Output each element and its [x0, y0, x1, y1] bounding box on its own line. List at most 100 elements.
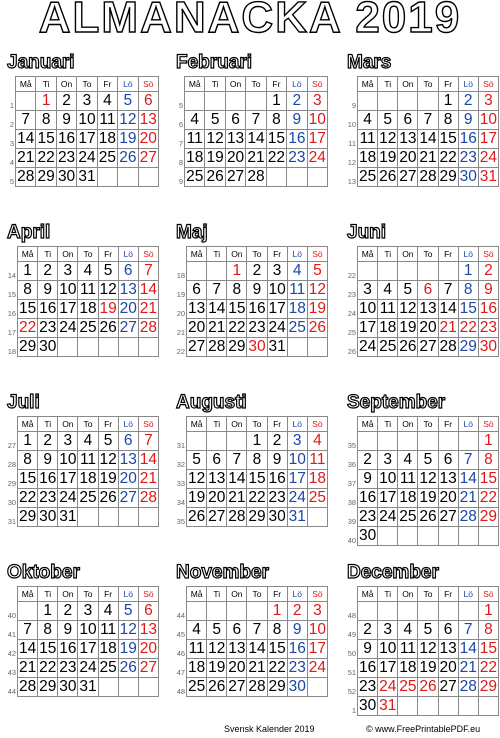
day-cell: 19 — [397, 318, 419, 338]
day-cell: 5 — [377, 110, 399, 130]
day-cell: 20 — [206, 488, 228, 508]
day-cell: 26 — [97, 488, 119, 508]
weekday-header: Sö — [137, 76, 160, 92]
day-cell: 27 — [137, 658, 160, 678]
day-cell: 14 — [226, 469, 248, 489]
day-cell: 4 — [286, 261, 308, 281]
day-cell: 11 — [96, 110, 119, 130]
weekday-header: Ti — [377, 416, 399, 432]
weekday-header: Sö — [137, 246, 160, 262]
day-cell: 6 — [117, 261, 139, 281]
day-cell: 8 — [17, 450, 39, 470]
day-cell: 11 — [186, 639, 208, 659]
weekday-header: Sö — [306, 416, 329, 432]
day-cell: 7 — [226, 450, 248, 470]
day-cell: 13 — [437, 469, 459, 489]
week-number: 23 — [347, 289, 357, 299]
day-cell: 22 — [226, 318, 248, 338]
day-cell: 8 — [246, 450, 268, 470]
day-cell: 19 — [97, 469, 119, 489]
day-cell: 16 — [357, 488, 379, 508]
day-cell: 12 — [117, 110, 139, 130]
day-cell: 12 — [204, 129, 226, 149]
day-cell: 30 — [37, 507, 59, 527]
week-number: 21 — [176, 327, 186, 337]
day-cell: 11 — [306, 450, 329, 470]
day-cell: 26 — [417, 677, 439, 697]
day-cell: 11 — [286, 280, 308, 300]
day-cell — [377, 261, 399, 281]
day-cell: 10 — [477, 110, 500, 130]
week-number: 11 — [348, 138, 357, 148]
week-number: 49 — [347, 629, 357, 639]
day-cell — [397, 431, 419, 451]
day-cell: 17 — [57, 299, 79, 319]
day-cell: 29 — [17, 337, 39, 357]
weekday-header: Sö — [477, 416, 500, 432]
day-cell: 2 — [477, 261, 500, 281]
day-cell: 17 — [57, 469, 79, 489]
day-cell: 2 — [457, 91, 479, 111]
weekday-header: To — [246, 586, 268, 602]
weekday-header: Lö — [457, 246, 479, 262]
weekday-header: Fr — [265, 76, 288, 92]
day-cell: 28 — [17, 677, 39, 697]
day-cell — [186, 601, 208, 621]
day-cell: 26 — [417, 507, 439, 527]
day-cell: 15 — [35, 129, 57, 149]
weekday-header: Lö — [286, 416, 308, 432]
day-cell: 6 — [224, 110, 247, 130]
weekday-header: Ti — [206, 586, 228, 602]
day-cell: 22 — [437, 148, 459, 168]
day-cell: 18 — [286, 299, 308, 319]
day-cell: 16 — [286, 639, 308, 659]
day-cell: 2 — [246, 261, 268, 281]
week-number: 39 — [347, 516, 357, 526]
day-cell: 1 — [266, 601, 288, 621]
day-cell: 19 — [97, 299, 119, 319]
day-cell: 8 — [437, 110, 459, 130]
week-number: 3 — [9, 138, 15, 148]
day-cell: 30 — [246, 337, 268, 357]
day-cell: 5 — [97, 261, 119, 281]
day-cell — [437, 261, 459, 281]
month-name: September — [346, 391, 446, 413]
day-cell: 7 — [457, 450, 479, 470]
day-cell — [437, 526, 459, 546]
day-cell: 25 — [77, 318, 99, 338]
day-cell: 27 — [206, 507, 228, 527]
day-cell: 24 — [57, 318, 79, 338]
day-cell: 4 — [397, 450, 419, 470]
day-cell: 14 — [437, 299, 459, 319]
day-cell: 19 — [417, 488, 439, 508]
day-cell: 18 — [97, 639, 119, 659]
week-number: 27 — [7, 440, 17, 450]
day-cell: 24 — [306, 658, 329, 678]
week-number: 2 — [9, 119, 15, 129]
day-cell — [137, 677, 160, 697]
weekday-header: Lö — [457, 416, 479, 432]
weekday-header: Ti — [35, 76, 57, 92]
day-cell: 1 — [477, 431, 500, 451]
day-cell: 18 — [96, 129, 119, 149]
week-number: 28 — [7, 459, 17, 469]
day-cell: 6 — [437, 450, 459, 470]
day-cell: 3 — [57, 431, 79, 451]
day-cell: 28 — [206, 337, 228, 357]
